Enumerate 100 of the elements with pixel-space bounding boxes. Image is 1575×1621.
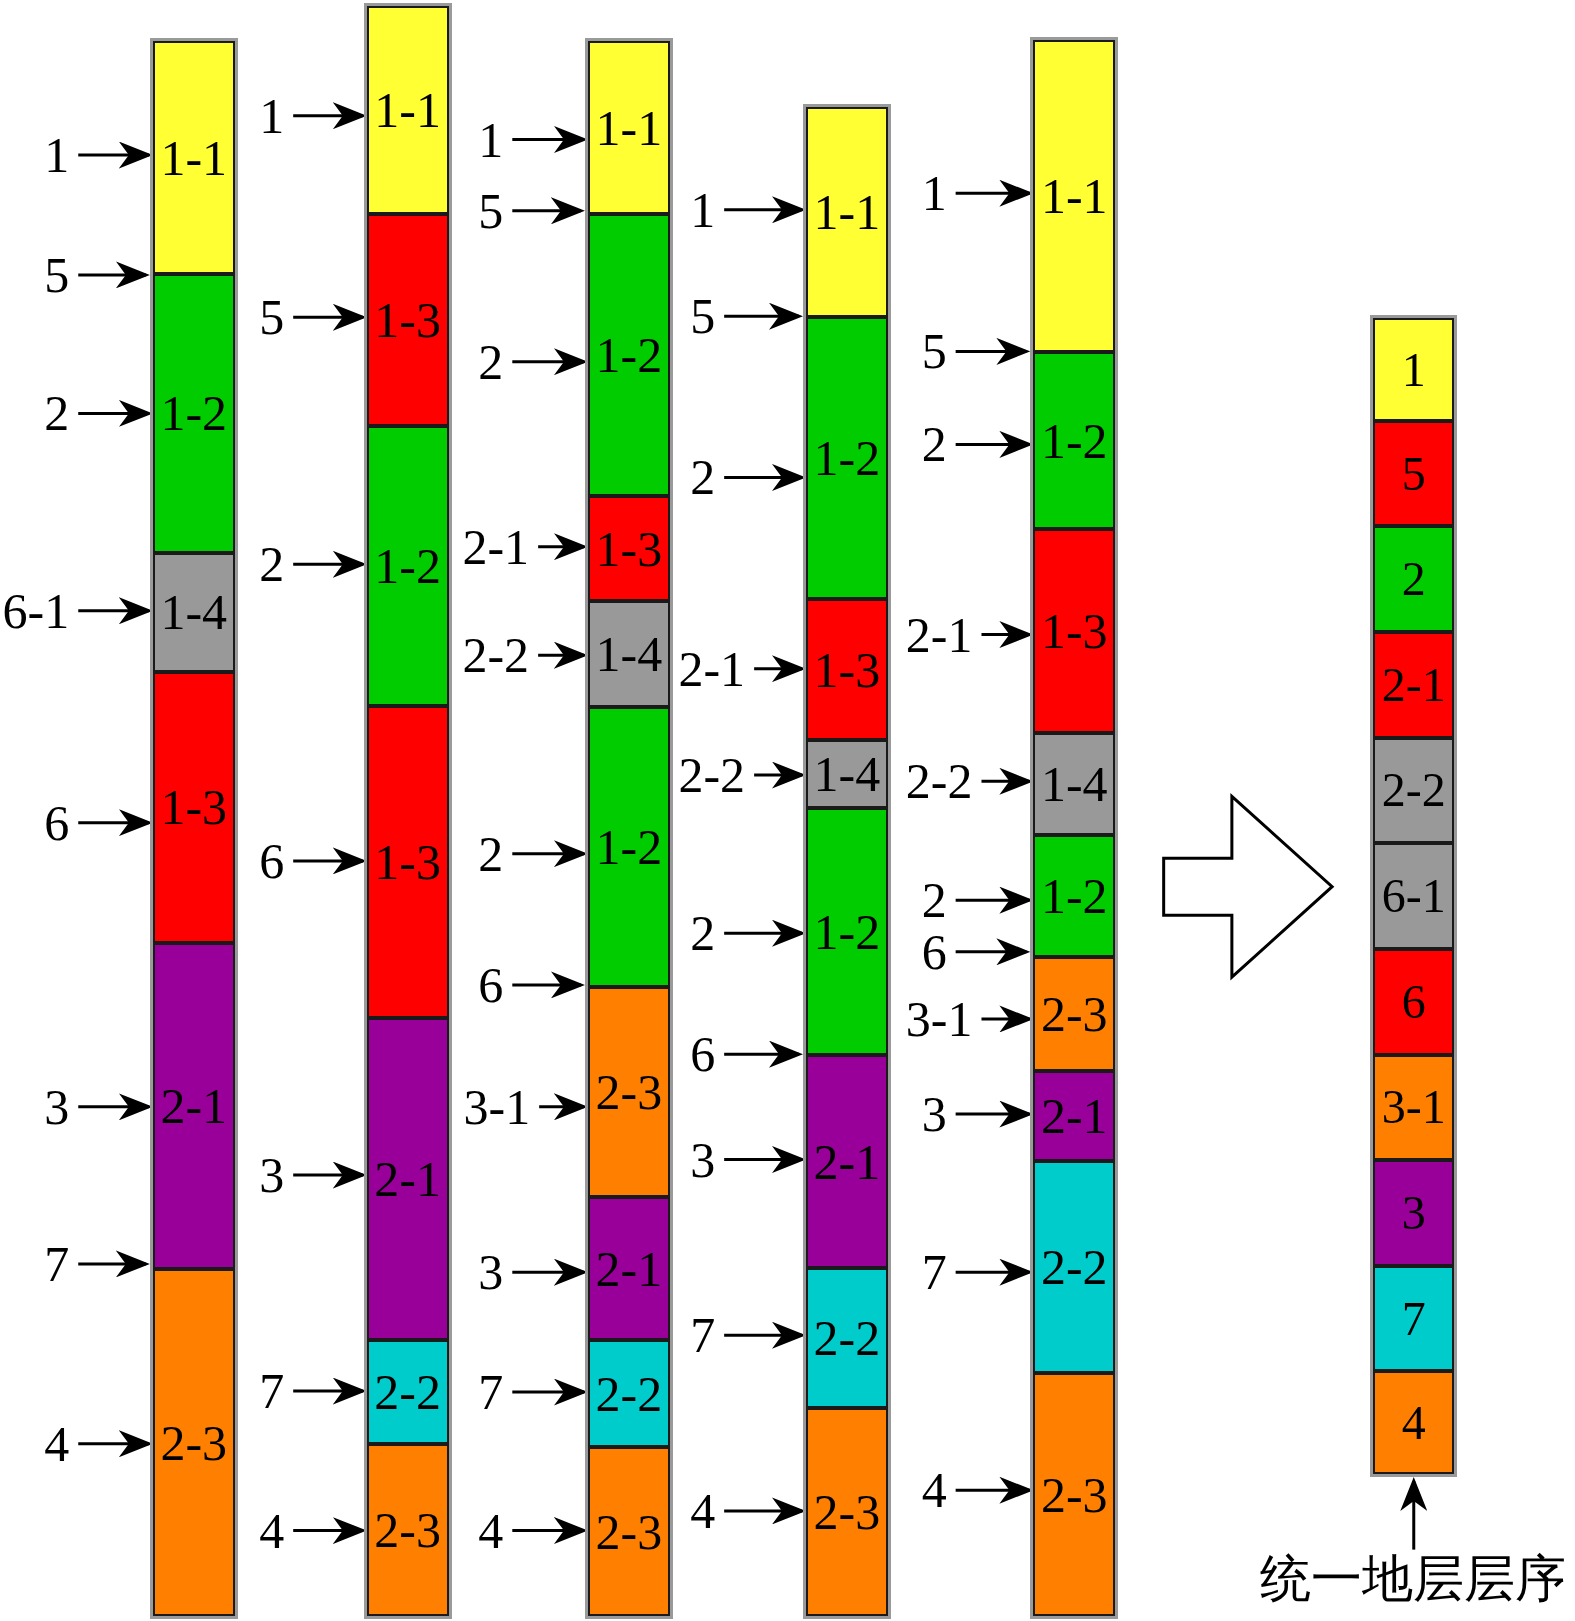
arrow bbox=[1400, 1477, 1428, 1550]
layer-box: 2-2 bbox=[587, 1340, 670, 1447]
layer-number: 1 bbox=[921, 168, 947, 219]
layer-number: 3-1 bbox=[463, 1081, 531, 1132]
layer-number: 1 bbox=[44, 130, 70, 180]
layer-number: 4 bbox=[259, 1505, 285, 1556]
layer-box: 4 bbox=[1373, 1371, 1455, 1474]
arrow bbox=[512, 126, 588, 153]
layer-number: 7 bbox=[259, 1366, 285, 1417]
arrow bbox=[539, 1093, 588, 1121]
arrow bbox=[724, 1146, 806, 1174]
layer-number: 5 bbox=[259, 292, 285, 343]
arrow bbox=[512, 840, 588, 868]
layer-box: 1-2 bbox=[1033, 835, 1116, 957]
layer-box: 1-3 bbox=[366, 213, 449, 426]
arrow bbox=[538, 641, 588, 669]
layer-number: 2 bbox=[921, 875, 947, 926]
strata-column bbox=[803, 104, 891, 1620]
arrow bbox=[78, 1430, 153, 1458]
layer-box: 6 bbox=[1373, 948, 1455, 1055]
layer-box: 1-2 bbox=[587, 706, 670, 987]
arrow bbox=[724, 196, 806, 224]
arrow bbox=[293, 1161, 367, 1189]
layer-box: 2-1 bbox=[152, 942, 235, 1270]
layer-number: 3 bbox=[478, 1247, 504, 1298]
layer-number: 5 bbox=[921, 326, 947, 377]
layer-box: 1-1 bbox=[1033, 40, 1116, 353]
arrow bbox=[512, 1258, 588, 1286]
layer-number: 3 bbox=[259, 1150, 285, 1201]
layer-box: 7 bbox=[1373, 1265, 1455, 1372]
arrow bbox=[724, 1497, 806, 1525]
layer-number: 6 bbox=[690, 1029, 716, 1080]
arrow bbox=[293, 1517, 367, 1545]
arrow bbox=[955, 337, 1031, 365]
layer-number: 4 bbox=[921, 1465, 947, 1516]
arrow bbox=[512, 1517, 588, 1545]
layer-box: 2-2 bbox=[1373, 737, 1455, 844]
arrow bbox=[724, 1040, 803, 1068]
layer-box: 1-2 bbox=[806, 317, 888, 600]
arrow bbox=[512, 348, 588, 376]
layer-number: 7 bbox=[921, 1247, 947, 1298]
layer-box: 1-3 bbox=[587, 496, 670, 602]
layer-number: 7 bbox=[478, 1367, 504, 1418]
layer-number: 2-1 bbox=[678, 643, 746, 694]
layer-box: 2-3 bbox=[366, 1443, 449, 1617]
layer-box: 2-3 bbox=[152, 1269, 235, 1617]
layer-box: 2 bbox=[1373, 526, 1455, 633]
layer-box: 2-1 bbox=[587, 1196, 670, 1341]
layer-box: 1-1 bbox=[366, 6, 449, 214]
arrow bbox=[754, 655, 806, 683]
layer-number: 2-2 bbox=[678, 750, 746, 801]
arrow bbox=[78, 809, 153, 837]
arrow bbox=[293, 303, 367, 331]
layer-box: 2-1 bbox=[366, 1017, 449, 1341]
layer-box: 1-3 bbox=[806, 599, 888, 740]
layer-box: 1-4 bbox=[1033, 732, 1116, 836]
layer-number: 3 bbox=[44, 1081, 70, 1132]
layer-number: 4 bbox=[690, 1485, 716, 1536]
layer-box: 2-2 bbox=[366, 1340, 449, 1444]
layer-box: 1-2 bbox=[806, 808, 888, 1056]
arrow bbox=[78, 399, 153, 427]
layer-box: 1-2 bbox=[152, 273, 235, 553]
arrow bbox=[78, 597, 153, 625]
layer-number: 6 bbox=[921, 926, 947, 977]
layer-number: 4 bbox=[44, 1418, 70, 1469]
layer-number: 1 bbox=[690, 184, 716, 235]
layer-number: 2-1 bbox=[905, 609, 973, 660]
arrow bbox=[724, 1321, 806, 1349]
layer-box: 3-1 bbox=[1373, 1054, 1455, 1161]
layer-number: 1 bbox=[478, 114, 504, 165]
strata-column bbox=[363, 3, 452, 1620]
strata-column bbox=[584, 38, 673, 1620]
strata-column bbox=[149, 38, 238, 1620]
layer-box: 1-3 bbox=[1033, 529, 1116, 733]
arrow bbox=[512, 971, 585, 999]
arrow bbox=[512, 197, 585, 225]
layer-number: 6 bbox=[259, 835, 285, 886]
layer-box: 1-3 bbox=[366, 705, 449, 1018]
arrow bbox=[512, 1378, 588, 1406]
layer-box: 2-3 bbox=[1033, 1373, 1116, 1617]
layer-number: 2 bbox=[690, 452, 716, 503]
layer-number: 3 bbox=[921, 1089, 947, 1140]
arrow bbox=[754, 761, 806, 789]
strata-column bbox=[1370, 315, 1458, 1477]
layer-box: 1-4 bbox=[806, 739, 888, 809]
layer-box: 5 bbox=[1373, 420, 1455, 527]
layer-box: 1-4 bbox=[587, 601, 670, 707]
layer-box: 2-3 bbox=[587, 1446, 670, 1617]
layer-number: 3-1 bbox=[905, 994, 973, 1044]
sequence-label: 统一地层层序 bbox=[1259, 1553, 1566, 1605]
arrow bbox=[724, 302, 803, 330]
layer-box: 2-3 bbox=[1033, 957, 1116, 1071]
arrow bbox=[293, 847, 367, 875]
layer-box: 2-2 bbox=[806, 1268, 888, 1408]
arrow bbox=[78, 261, 150, 289]
arrow bbox=[78, 1093, 153, 1121]
layer-box: 1-2 bbox=[1033, 352, 1116, 530]
layer-number: 2 bbox=[259, 539, 285, 590]
layer-number: 2 bbox=[44, 388, 70, 439]
layer-number: 2 bbox=[690, 908, 716, 959]
